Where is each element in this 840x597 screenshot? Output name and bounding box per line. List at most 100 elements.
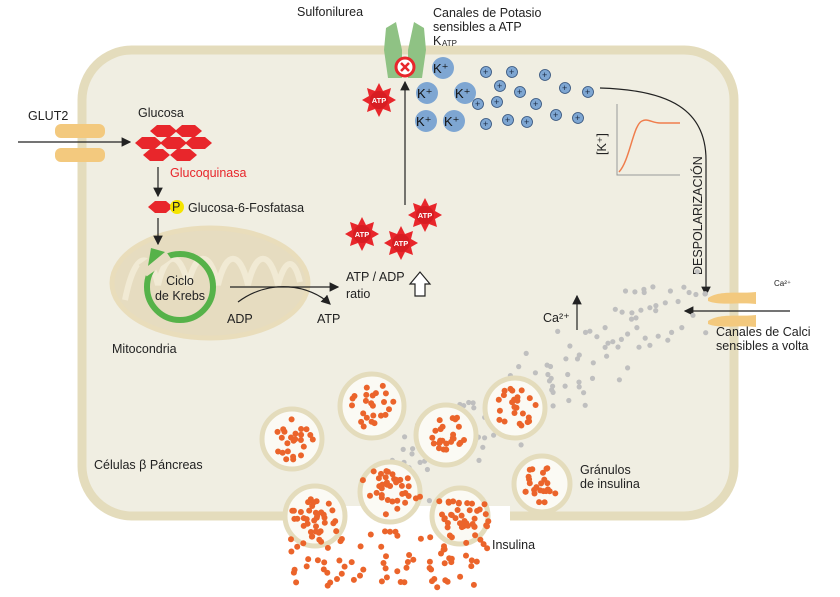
insulin-molecule [468,563,475,570]
ca-inside-label: Ca²⁺ [543,311,570,325]
insulin-molecule [293,579,300,586]
mitochondria-label: Mitocondria [112,342,177,356]
calcium-ion [516,364,522,370]
calcium-ion [647,342,653,348]
calcium-ion [574,356,581,362]
insulin-molecule [360,566,367,573]
insulin-molecule [290,507,297,514]
insulin-molecule [402,490,409,496]
calcium-ion [563,356,569,362]
calcium-ion [547,363,554,370]
calcium-ion [629,310,635,316]
calcium-ion [655,333,661,339]
g6p-molecule [148,201,173,213]
insulin-molecule [426,565,433,571]
calcium-ion [491,432,497,438]
insulin-molecule [325,500,332,507]
calcium-ion [602,325,608,331]
insulin-molecule [303,563,310,570]
k-ion-small: + [559,82,571,94]
ca-channel-label-2: sensibles a volta [716,339,808,353]
calcium-ion [636,344,642,350]
atp-burst: ATP [408,198,442,232]
katp-title-1: Canales de Potasio [433,6,541,20]
calcium-ion [610,339,616,345]
insulin-molecule [404,475,411,482]
atp-burst-label: ATP [394,239,408,248]
svg-text:+: + [585,87,590,97]
calcium-ion [567,343,573,349]
insulin-molecule [378,578,385,585]
calcium-ion [669,329,675,335]
insulin-molecule [300,522,307,529]
calcium-ion [582,329,589,335]
granules-label-1: Gránulos [580,463,631,477]
k-ion-small: + [514,86,526,98]
svg-text:+: + [483,119,488,129]
calcium-ion [612,306,618,312]
calcium-ion [662,300,668,306]
ca-outside-label: Ca²⁺ [774,279,791,288]
k-concentration-graph: [K⁺] [595,104,680,176]
insulin-molecule [336,557,343,564]
svg-text:+: + [575,113,580,123]
insulin-molecule [315,529,322,536]
calcium-ion [562,383,568,389]
insulin-molecule [321,559,328,566]
calcium-ion [633,315,639,321]
calcium-ion [417,459,423,465]
insulin-molecule [405,483,412,490]
insulin-molecule [417,493,423,500]
calcium-ion [638,307,644,313]
insulin-molecule [332,518,339,525]
krebs-cycle-ring [144,251,216,323]
insulin-molecule [434,584,441,591]
k-ion: K⁺ [432,57,454,79]
calcium-ion [426,498,432,504]
calcium-ion [665,337,671,343]
calcium-ion [703,330,709,336]
calcium-channel [708,292,756,327]
calcium-ion [545,371,551,378]
k-ion-small: + [539,69,551,81]
insulin-molecule [318,538,325,545]
svg-text:+: + [494,97,499,107]
glucose-label: Glucosa [138,106,184,120]
insulin-molecule [333,528,340,535]
cell-name-label: Células β Páncreas [94,458,203,472]
insulin-molecule [359,477,366,484]
calcium-ion [642,335,648,341]
k-ion-small: + [491,96,503,108]
calcium-ion [616,377,623,383]
svg-text:+: + [517,87,522,97]
insulin-granule [429,485,491,547]
g6p-label: Glucosa-6-Fosfatasa [188,201,304,215]
calcium-ion [634,325,640,331]
calcium-ion [693,291,699,298]
insulin-granule [337,371,407,441]
k-ion: K⁺ [443,110,465,132]
calcium-ion [625,365,631,371]
insulin-molecule [484,523,490,530]
insulin-molecule [446,532,453,539]
insulin-molecule [463,552,469,559]
insulin-molecule [291,566,298,573]
insulin-molecule [382,565,389,572]
calcium-ion [587,328,593,334]
atp-label: ATP [317,312,340,326]
insulin-molecule [463,539,470,546]
insulin-molecule [383,479,390,486]
insulin-molecule [394,568,401,575]
depolarization-arrow [599,87,711,297]
svg-text:+: + [562,83,567,93]
calcium-ion [581,390,587,396]
insulin-molecule [380,560,387,566]
calcium-ion [424,466,430,473]
insulin-granule [482,375,548,441]
calcium-ion [576,352,582,358]
insulin-molecule [482,511,489,518]
calcium-ion [470,400,476,406]
svg-text:+: + [475,99,480,109]
calcium-ion [604,353,610,359]
insulin-molecule [288,548,295,555]
